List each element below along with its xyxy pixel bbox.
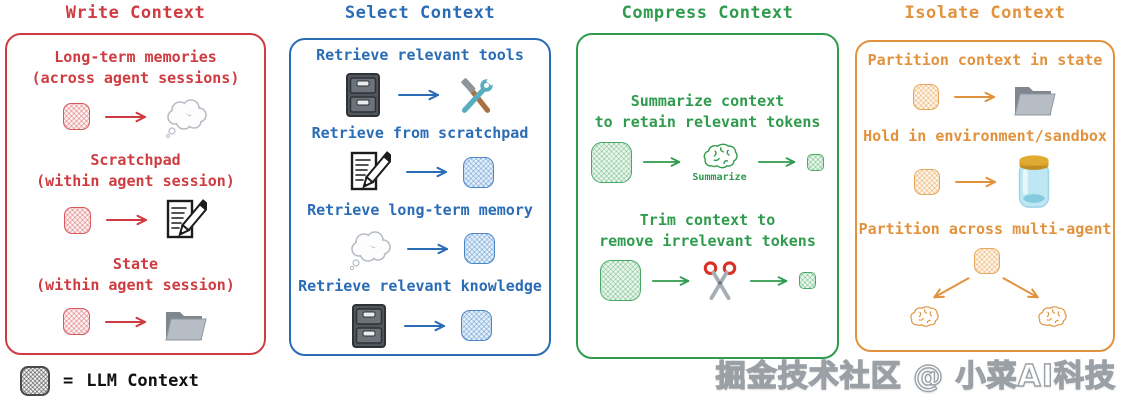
item-label: Summarize context (630, 91, 785, 110)
hammer-wrench-icon (455, 74, 497, 116)
arrow-icon (405, 167, 447, 178)
item-sublabel: to retain relevant tokens (594, 112, 821, 131)
llm-context-square (462, 156, 494, 188)
memo-icon (350, 151, 391, 191)
llm-context-square (463, 233, 495, 265)
item-label: Retrieve relevant tools (316, 46, 524, 65)
llm-context-square (913, 84, 939, 111)
summarize-caption: Summarize (692, 171, 747, 183)
arrow-icon (106, 214, 147, 226)
item-sublabel: (within agent session) (36, 172, 235, 190)
brain-icon (703, 143, 738, 168)
arrow-down-right-icon (1000, 273, 1041, 302)
arrow-icon (105, 316, 146, 327)
multi-agent-fanout (857, 244, 1113, 342)
compress-item-summarize: Summarize context to retain relevant tok… (578, 91, 837, 184)
select-item-tools: Retrieve relevant tools (291, 45, 549, 118)
item-sublabel: remove irrelevant tokens (599, 231, 816, 250)
file-cabinet-icon (351, 303, 386, 348)
file-cabinet-icon (346, 73, 380, 118)
arrow-down-left-icon (931, 273, 972, 302)
agent-brain-icon (1038, 305, 1067, 327)
panel-compress-context: Summarize context to retain relevant tok… (576, 33, 839, 359)
memo-icon (166, 199, 207, 239)
llm-context-square (591, 141, 633, 183)
scissors-icon (702, 260, 737, 300)
agent-brain-icon (910, 305, 939, 327)
arrow-icon (105, 111, 146, 122)
panel-select-context: Retrieve relevant tools Retrieve from sc… (289, 38, 551, 356)
folder-icon (165, 311, 207, 340)
item-label: Trim context to (639, 210, 776, 229)
write-item-long-term-memories: Long-term memories (across agent session… (7, 47, 264, 139)
arrow-icon (406, 243, 448, 254)
panel-title-compress: Compress Context (621, 3, 794, 23)
legend-label: LLM Context (86, 371, 199, 391)
item-label: Scratchpad (90, 151, 181, 169)
panel-title-isolate: Isolate Context (904, 3, 1066, 23)
isolate-item-state: Partition context in state (857, 50, 1113, 117)
thought-cloud-icon (349, 230, 391, 270)
arrow-icon (955, 176, 996, 187)
compress-item-trim: Trim context to remove irrelevant tokens (578, 210, 837, 302)
select-item-long-term-memory: Retrieve long-term memory (291, 200, 549, 271)
item-label: Retrieve from scratchpad (311, 124, 529, 143)
llm-context-square (64, 206, 91, 234)
llm-context-square (63, 308, 90, 335)
item-label: Retrieve long-term memory (307, 200, 533, 219)
arrow-icon (398, 89, 439, 101)
watermark-text: 掘金技术社区 @ 小菜AI科技 (715, 358, 1116, 394)
llm-context-square-small (798, 272, 816, 289)
llm-context-square (63, 103, 90, 130)
arrow-icon (954, 92, 995, 103)
write-item-scratchpad: Scratchpad (within agent session) (7, 150, 264, 242)
legend: = LLM Context (20, 366, 199, 396)
jar-icon (1018, 154, 1050, 208)
item-label: Partition across multi-agent (858, 219, 1112, 238)
thought-cloud-icon (165, 98, 207, 138)
select-item-scratchpad: Retrieve from scratchpad (291, 123, 549, 194)
llm-context-square (460, 310, 492, 342)
item-label: Retrieve relevant knowledge (298, 276, 542, 295)
llm-context-square (599, 260, 641, 301)
panel-title-select: Select Context (344, 3, 496, 23)
panel-write-context: Long-term memories (across agent session… (5, 33, 266, 355)
isolate-item-multi-agent: Partition across multi-agent (857, 219, 1113, 342)
item-label: Partition context in state (867, 51, 1103, 70)
llm-context-square (914, 168, 940, 195)
arrow-icon (643, 157, 681, 167)
arrow-icon (757, 157, 795, 167)
legend-equals: = (63, 371, 74, 391)
item-label: Hold in environment/sandbox (863, 126, 1107, 145)
panel-title-write: Write Context (65, 3, 206, 23)
item-sublabel: (within agent session) (36, 275, 235, 294)
arrow-icon (403, 320, 445, 331)
item-sublabel: (across agent sessions) (31, 68, 240, 87)
select-item-knowledge: Retrieve relevant knowledge (291, 276, 549, 349)
arrow-icon (651, 275, 689, 286)
llm-context-legend-square (20, 366, 50, 396)
llm-context-square-small (806, 153, 824, 171)
panel-isolate-context: Partition context in state Hold in envir… (855, 40, 1115, 352)
arrow-icon (749, 275, 787, 286)
item-label: State (112, 254, 159, 273)
write-item-state: State (within agent session) (7, 254, 264, 342)
isolate-item-sandbox: Hold in environment/sandbox (857, 126, 1113, 211)
llm-context-square (974, 247, 1000, 274)
item-label: Long-term memories (54, 47, 217, 66)
folder-icon (1014, 86, 1056, 116)
